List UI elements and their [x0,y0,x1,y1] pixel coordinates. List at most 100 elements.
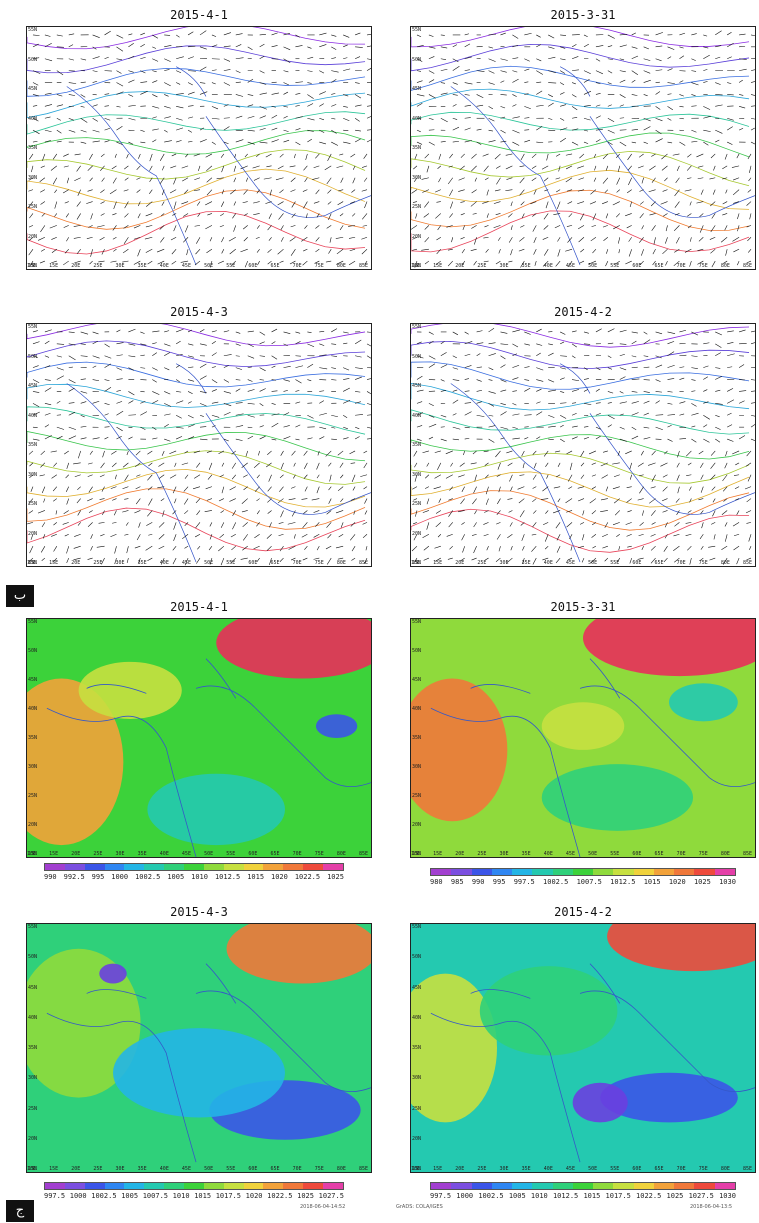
wind-arrow [259,115,266,119]
wind-arrow [687,462,692,466]
wind-arrow [87,189,93,192]
wind-arrow [673,225,680,232]
wind-arrow [267,486,272,492]
wind-arrow [87,165,93,171]
wind-arrow [140,81,148,83]
wind-arrow [661,498,668,502]
wind-arrow [510,225,513,231]
wind-arrow [136,177,141,180]
wind-arrow [63,260,69,266]
wind-arrow [290,189,296,192]
wind-arrow [271,438,277,441]
wind-arrow [507,534,513,539]
wind-arrow [617,450,621,456]
wind-arrow [701,522,704,529]
wind-arrow [152,106,160,109]
footer-credit: GrADS: COLA/IGES [396,1204,443,1210]
wind-arrow [134,510,141,514]
lon-label: 45E [181,1166,191,1172]
wind-arrow [29,546,34,554]
wind-arrow [199,66,207,71]
wind-arrow [509,474,513,482]
wind-arrow [343,378,350,380]
wind-arrow [697,260,704,265]
wind-arrow [649,165,656,171]
wind-arrow [737,225,740,232]
wind-arrow [750,330,755,333]
wind-arrow [350,201,356,204]
wind-arrow [607,117,615,122]
wind-arrow [733,474,740,476]
wind-arrow [149,177,153,182]
wind-arrow [700,486,704,493]
wind-arrow [476,353,481,356]
wind-arrow [171,153,177,157]
wind-arrow [703,115,712,119]
pressure-region [315,714,358,738]
geopotential-contour [411,111,750,131]
wind-arrow [626,486,632,488]
wind-arrow [240,248,248,253]
colorbar-label: 997.5 [430,1192,452,1200]
wind-arrow [295,116,303,119]
wind-arrow [271,379,276,381]
wind-arrow [488,70,495,74]
lon-label: 75E [698,560,708,566]
wind-arrow [52,177,58,185]
wind-arrow [152,426,157,430]
wind-arrow [674,248,680,253]
pressure-region [27,678,124,846]
wind-arrow [295,104,300,107]
lat-label: 25N [28,793,38,799]
wind-arrow [126,153,129,159]
wind-arrow [68,44,74,48]
wind-arrow [724,534,728,542]
wind-arrow [651,522,656,525]
wind-arrow [532,522,537,528]
panel-group-badge-j: ج [6,1200,34,1222]
wind-arrow [559,331,566,335]
lon-label: 15E [433,263,443,269]
wind-arrow [288,498,296,501]
wind-arrow [413,165,418,170]
wind-arrow [583,79,590,83]
wind-arrow [363,450,368,454]
wind-arrow [247,46,253,50]
colorbar-swatch [104,1183,125,1189]
wind-arrow [242,545,248,551]
wind-arrow [421,177,429,180]
wind-arrow [51,236,57,240]
wind-arrow [572,117,578,119]
wind-arrow [604,522,609,528]
wind-arrow [355,129,362,132]
wind-arrow [269,189,272,196]
lat-label: 25N [28,1105,38,1112]
wind-arrow [56,140,62,143]
wind-arrow [643,126,651,131]
wind-arrow [710,153,716,159]
wind-arrow [509,522,513,527]
wind-arrow [476,389,483,392]
wind-arrow [532,225,537,232]
wind-arrow [68,387,75,392]
wind-arrow [42,534,46,539]
colorbar-swatches [430,868,736,876]
wind-arrow [433,486,441,490]
wind-arrow [723,260,728,264]
lat-label: 45N [28,677,38,683]
wind-arrow [305,153,308,160]
wind-arrow [536,388,542,392]
wind-arrow [416,341,422,345]
wind-arrow [128,104,136,107]
wind-arrow [77,510,81,516]
wind-arrow [100,213,105,216]
wind-arrow [43,498,46,503]
wind-arrow [63,165,69,168]
wind-arrow [354,32,361,36]
wind-arrow [440,438,447,442]
lat-label: 45N [28,86,38,92]
wind-arrow [413,498,418,501]
wind-arrow [745,462,752,467]
wind-arrow [295,128,301,131]
